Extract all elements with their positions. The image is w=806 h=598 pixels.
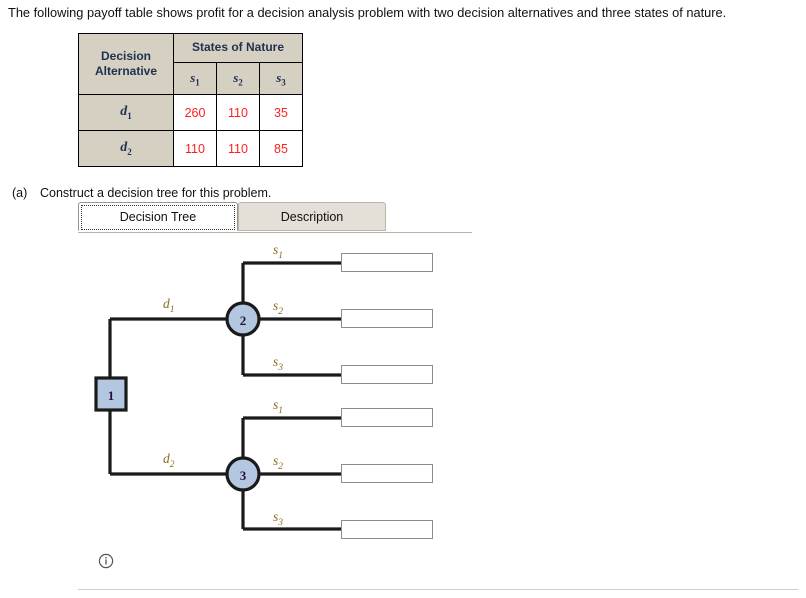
branch-sub: 2	[278, 307, 283, 317]
branch-base: s	[273, 298, 278, 313]
tree-node-3-label: 3	[240, 468, 247, 483]
state-sub: 1	[195, 77, 200, 88]
branch-sub: 1	[170, 305, 175, 315]
tree-branch-label-n2-s1: s1	[273, 242, 283, 261]
decision-tree-svg: 1 2 3 d1 d2 s1 s2 s3 s1 s2 s3	[94, 242, 341, 531]
branch-base: d	[163, 451, 170, 466]
tree-node-1-square[interactable]	[94, 376, 128, 412]
payoff-table: Decision Alternative States of Nature s1…	[78, 33, 303, 167]
header-decision-line1: Decision	[100, 49, 151, 63]
row-label-base: d	[120, 140, 128, 156]
header-decision-alternative: Decision Alternative	[78, 33, 174, 95]
payoff-input-d1-s3[interactable]	[341, 365, 433, 384]
state-base: s	[276, 69, 282, 85]
tab-decision-tree[interactable]: Decision Tree	[78, 202, 238, 231]
branch-base: s	[273, 242, 278, 257]
row-header-d2: d2	[78, 130, 174, 167]
tab-description-label: Description	[280, 210, 344, 224]
table-row: d2 110 110 85	[78, 130, 303, 167]
tree-branch-label-n2-s3: s3	[273, 354, 283, 373]
info-circle-icon[interactable]	[98, 553, 114, 569]
header-states-of-nature: States of Nature	[173, 33, 303, 63]
row-label-sub: 2	[127, 146, 132, 157]
tab-description[interactable]: Description	[238, 202, 386, 231]
row-header-d1: d1	[78, 94, 174, 131]
cell-d2-s2: 110	[216, 130, 260, 167]
branch-sub: 3	[277, 363, 283, 373]
branch-sub: 1	[278, 251, 283, 261]
branch-sub: 3	[277, 518, 283, 528]
branch-base: s	[273, 397, 278, 412]
tree-branch-label-n3-s3: s3	[273, 509, 283, 528]
payoff-input-d2-s2[interactable]	[341, 464, 433, 483]
tree-branch-label-d2: d2	[163, 451, 175, 470]
tree-node-2-circle[interactable]	[225, 301, 261, 337]
state-sub: 2	[238, 77, 243, 88]
header-decision-line2: Alternative	[94, 64, 158, 78]
header-state-s3: s3	[259, 61, 303, 96]
tree-node-2-label: 2	[240, 313, 247, 328]
branch-sub: 1	[278, 406, 283, 416]
intro-paragraph: The following payoff table shows profit …	[8, 5, 727, 20]
tree-branch-label-d1: d1	[163, 296, 175, 315]
info-circle-glyph	[98, 553, 114, 569]
tree-node-1-label: 1	[108, 388, 115, 403]
tab-strip-underline	[78, 232, 472, 233]
table-row: d1 260 110 35	[78, 94, 303, 131]
payoff-input-d2-s1[interactable]	[341, 408, 433, 427]
state-base: s	[190, 69, 196, 85]
tree-branch-label-n3-s1: s1	[273, 397, 283, 416]
cell-d1-s1: 260	[173, 94, 217, 131]
tree-branch-label-n2-s2: s2	[273, 298, 283, 317]
decision-tree-diagram: 1 2 3 d1 d2 s1 s2 s3 s1 s2 s3	[0, 236, 500, 546]
payoff-input-d2-s3[interactable]	[341, 520, 433, 539]
cell-d2-s3: 85	[259, 130, 303, 167]
header-state-s1: s1	[173, 61, 217, 96]
branch-sub: 2	[170, 460, 175, 470]
payoff-input-d1-s1[interactable]	[341, 253, 433, 272]
table-header-row-1: Decision Alternative States of Nature	[78, 33, 303, 95]
tab-decision-tree-label: Decision Tree	[119, 210, 197, 224]
branch-base: s	[273, 354, 278, 369]
tab-strip: Decision Tree Description	[78, 202, 472, 234]
header-state-s2: s2	[216, 61, 260, 96]
row-label-base: d	[120, 104, 128, 120]
tree-branch-label-n3-s2: s2	[273, 453, 283, 472]
row-label-sub: 1	[127, 110, 132, 121]
branch-base: s	[273, 509, 278, 524]
payoff-input-d1-s2[interactable]	[341, 309, 433, 328]
branch-base: s	[273, 453, 278, 468]
branch-sub: 2	[278, 462, 283, 472]
question-text: Construct a decision tree for this probl…	[40, 186, 272, 200]
table-header-row-2: s1 s2 s3	[79, 61, 303, 96]
state-sub: 3	[281, 77, 286, 88]
branch-base: d	[163, 296, 170, 311]
question-label: (a)	[12, 186, 28, 200]
cell-d1-s2: 110	[216, 94, 260, 131]
cell-d1-s3: 35	[259, 94, 303, 131]
state-base: s	[233, 69, 239, 85]
bottom-divider	[78, 589, 798, 590]
tree-node-3-circle[interactable]	[225, 456, 261, 492]
cell-d2-s1: 110	[173, 130, 217, 167]
question-part-a: (a) Construct a decision tree for this pr…	[12, 186, 271, 200]
